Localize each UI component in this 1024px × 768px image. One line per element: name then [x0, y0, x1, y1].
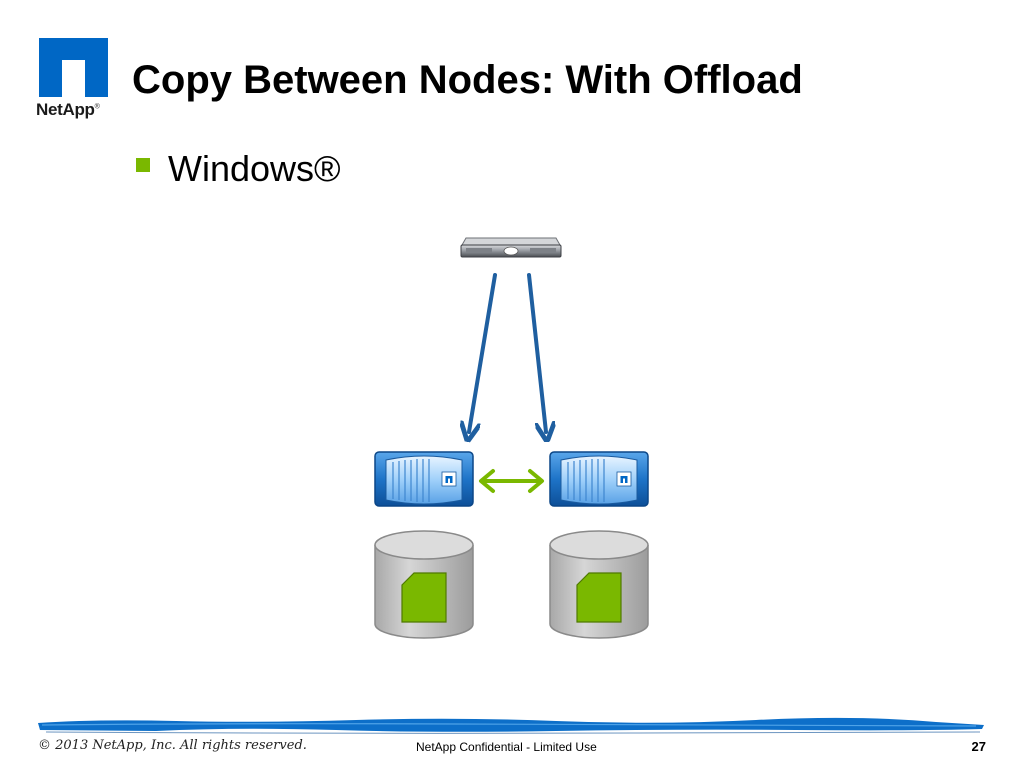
storage-controller-icon	[374, 451, 474, 507]
footer-confidential: NetApp Confidential - Limited Use	[416, 740, 597, 754]
logo-registered-mark: ®	[94, 103, 100, 111]
netapp-logo-icon	[39, 38, 108, 97]
server-icon	[460, 237, 562, 258]
disk-volume-icon	[549, 530, 649, 639]
logo-wordmark-text: NetApp	[36, 100, 95, 119]
offload-double-arrow	[479, 469, 544, 493]
logo-wordmark: NetApp®	[36, 100, 100, 120]
bullet-item: Windows®	[136, 146, 341, 192]
bullet-square-icon	[136, 158, 150, 172]
storage-controller-icon	[549, 451, 649, 507]
disk-volume-icon	[374, 530, 474, 639]
netapp-logo: NetApp®	[36, 38, 116, 122]
host-to-controller-arrows	[469, 273, 546, 432]
footer-copyright: © 2013 NetApp, Inc. All rights reserved.	[38, 738, 307, 753]
page-title: Copy Between Nodes: With Offload	[132, 58, 803, 102]
bullet-text: Windows®	[168, 148, 341, 189]
page-number: 27	[971, 739, 986, 754]
footer-divider-band	[38, 717, 984, 734]
